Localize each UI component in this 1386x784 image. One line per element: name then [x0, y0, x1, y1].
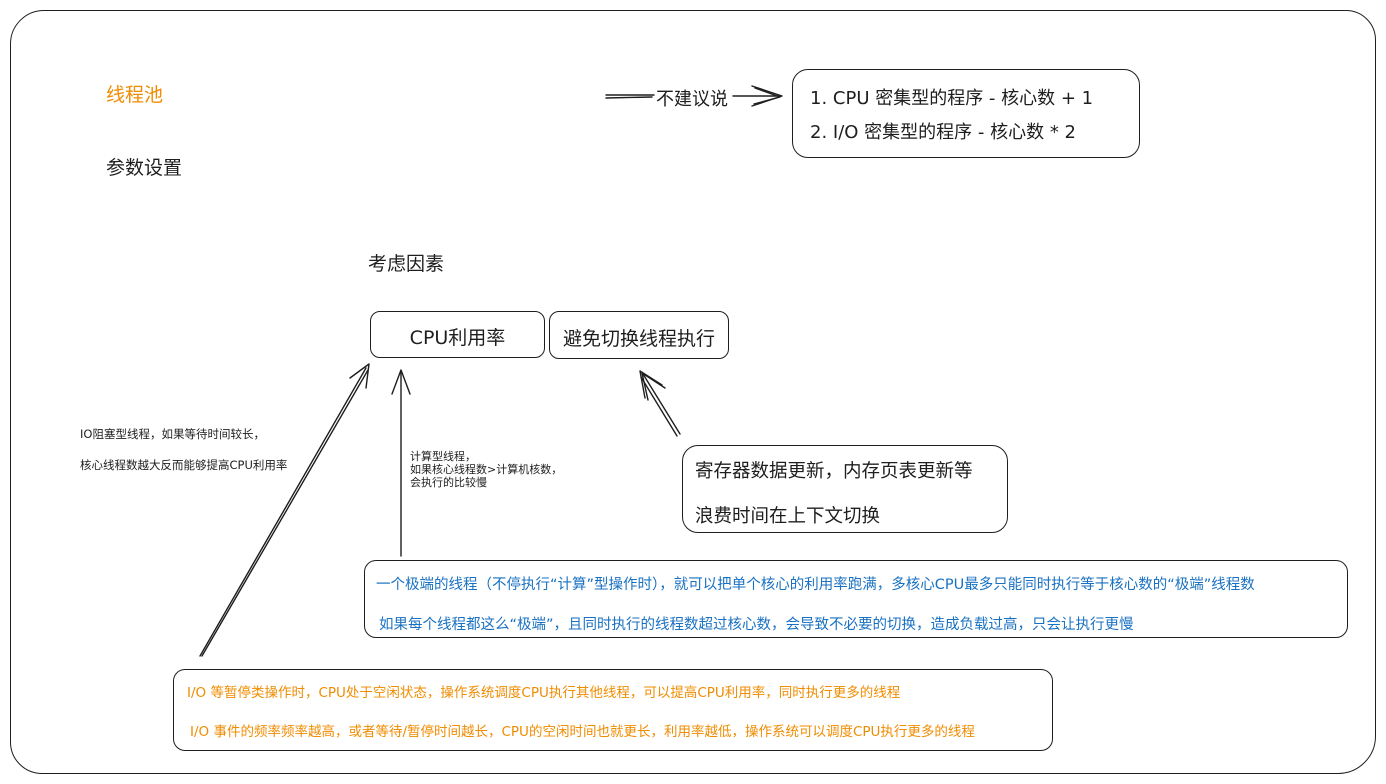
avoid-switching-box: 避免切换线程执行: [549, 311, 729, 359]
extreme-threads-line-2: 如果每个线程都这么“极端”，且同时执行的线程数超过核心数，会导致不必要的切换，造…: [379, 617, 1134, 633]
io-note-line-2: 核心线程数越大反而能够提高CPU利用率: [80, 458, 288, 472]
io-note-line-1: IO阻塞型线程，如果等待时间较长，: [80, 427, 265, 441]
calc-note-line: 会执行的比较慢: [410, 476, 487, 489]
page-title: 线程池: [106, 84, 164, 106]
rule-cpu-bound: 1. CPU 密集型的程序 - 核心数 + 1: [810, 88, 1094, 109]
advice-arrow-label: 不建议说: [655, 85, 729, 111]
cpu-utilization-box: CPU利用率: [370, 311, 545, 358]
cpu-utilization-label: CPU利用率: [409, 327, 506, 349]
calc-note-line: 如果核心线程数>计算机核数，: [410, 463, 563, 476]
calc-note: 计算型线程， 如果核心线程数>计算机核数， 会执行的比较慢: [410, 450, 562, 489]
extreme-threads-line-1: 一个极端的线程（不停执行“计算”型操作时），就可以把单个核心的利用率跑满，多核心…: [376, 577, 1255, 593]
context-switch-line-1: 寄存器数据更新，内存页表更新等: [695, 461, 973, 482]
avoid-switching-label: 避免切换线程执行: [562, 328, 715, 350]
factors-heading: 考虑因素: [368, 253, 445, 275]
io-operations-line-2: I/O 事件的频率频率越高，或者等待/暂停时间越长，CPU的空闲时间也就更长，利…: [190, 724, 975, 740]
section-subtitle: 参数设置: [106, 157, 183, 179]
canvas-frame: [10, 10, 1376, 774]
io-operations-box: I/O 等暂停类操作时，CPU处于空闲状态，操作系统调度CPU执行其他线程，可以…: [173, 669, 1053, 751]
extreme-threads-box: 一个极端的线程（不停执行“计算”型操作时），就可以把单个核心的利用率跑满，多核心…: [364, 560, 1348, 638]
rule-io-bound: 2. I/O 密集型的程序 - 核心数 * 2: [810, 122, 1076, 143]
io-operations-line-1: I/O 等暂停类操作时，CPU处于空闲状态，操作系统调度CPU执行其他线程，可以…: [187, 685, 901, 701]
context-switch-line-2: 浪费时间在上下文切换: [695, 506, 881, 527]
calc-note-line: 计算型线程，: [410, 450, 476, 463]
rule-of-thumb-box: 1. CPU 密集型的程序 - 核心数 + 1 2. I/O 密集型的程序 - …: [792, 69, 1140, 158]
context-switch-box: 寄存器数据更新，内存页表更新等 浪费时间在上下文切换: [682, 445, 1008, 533]
